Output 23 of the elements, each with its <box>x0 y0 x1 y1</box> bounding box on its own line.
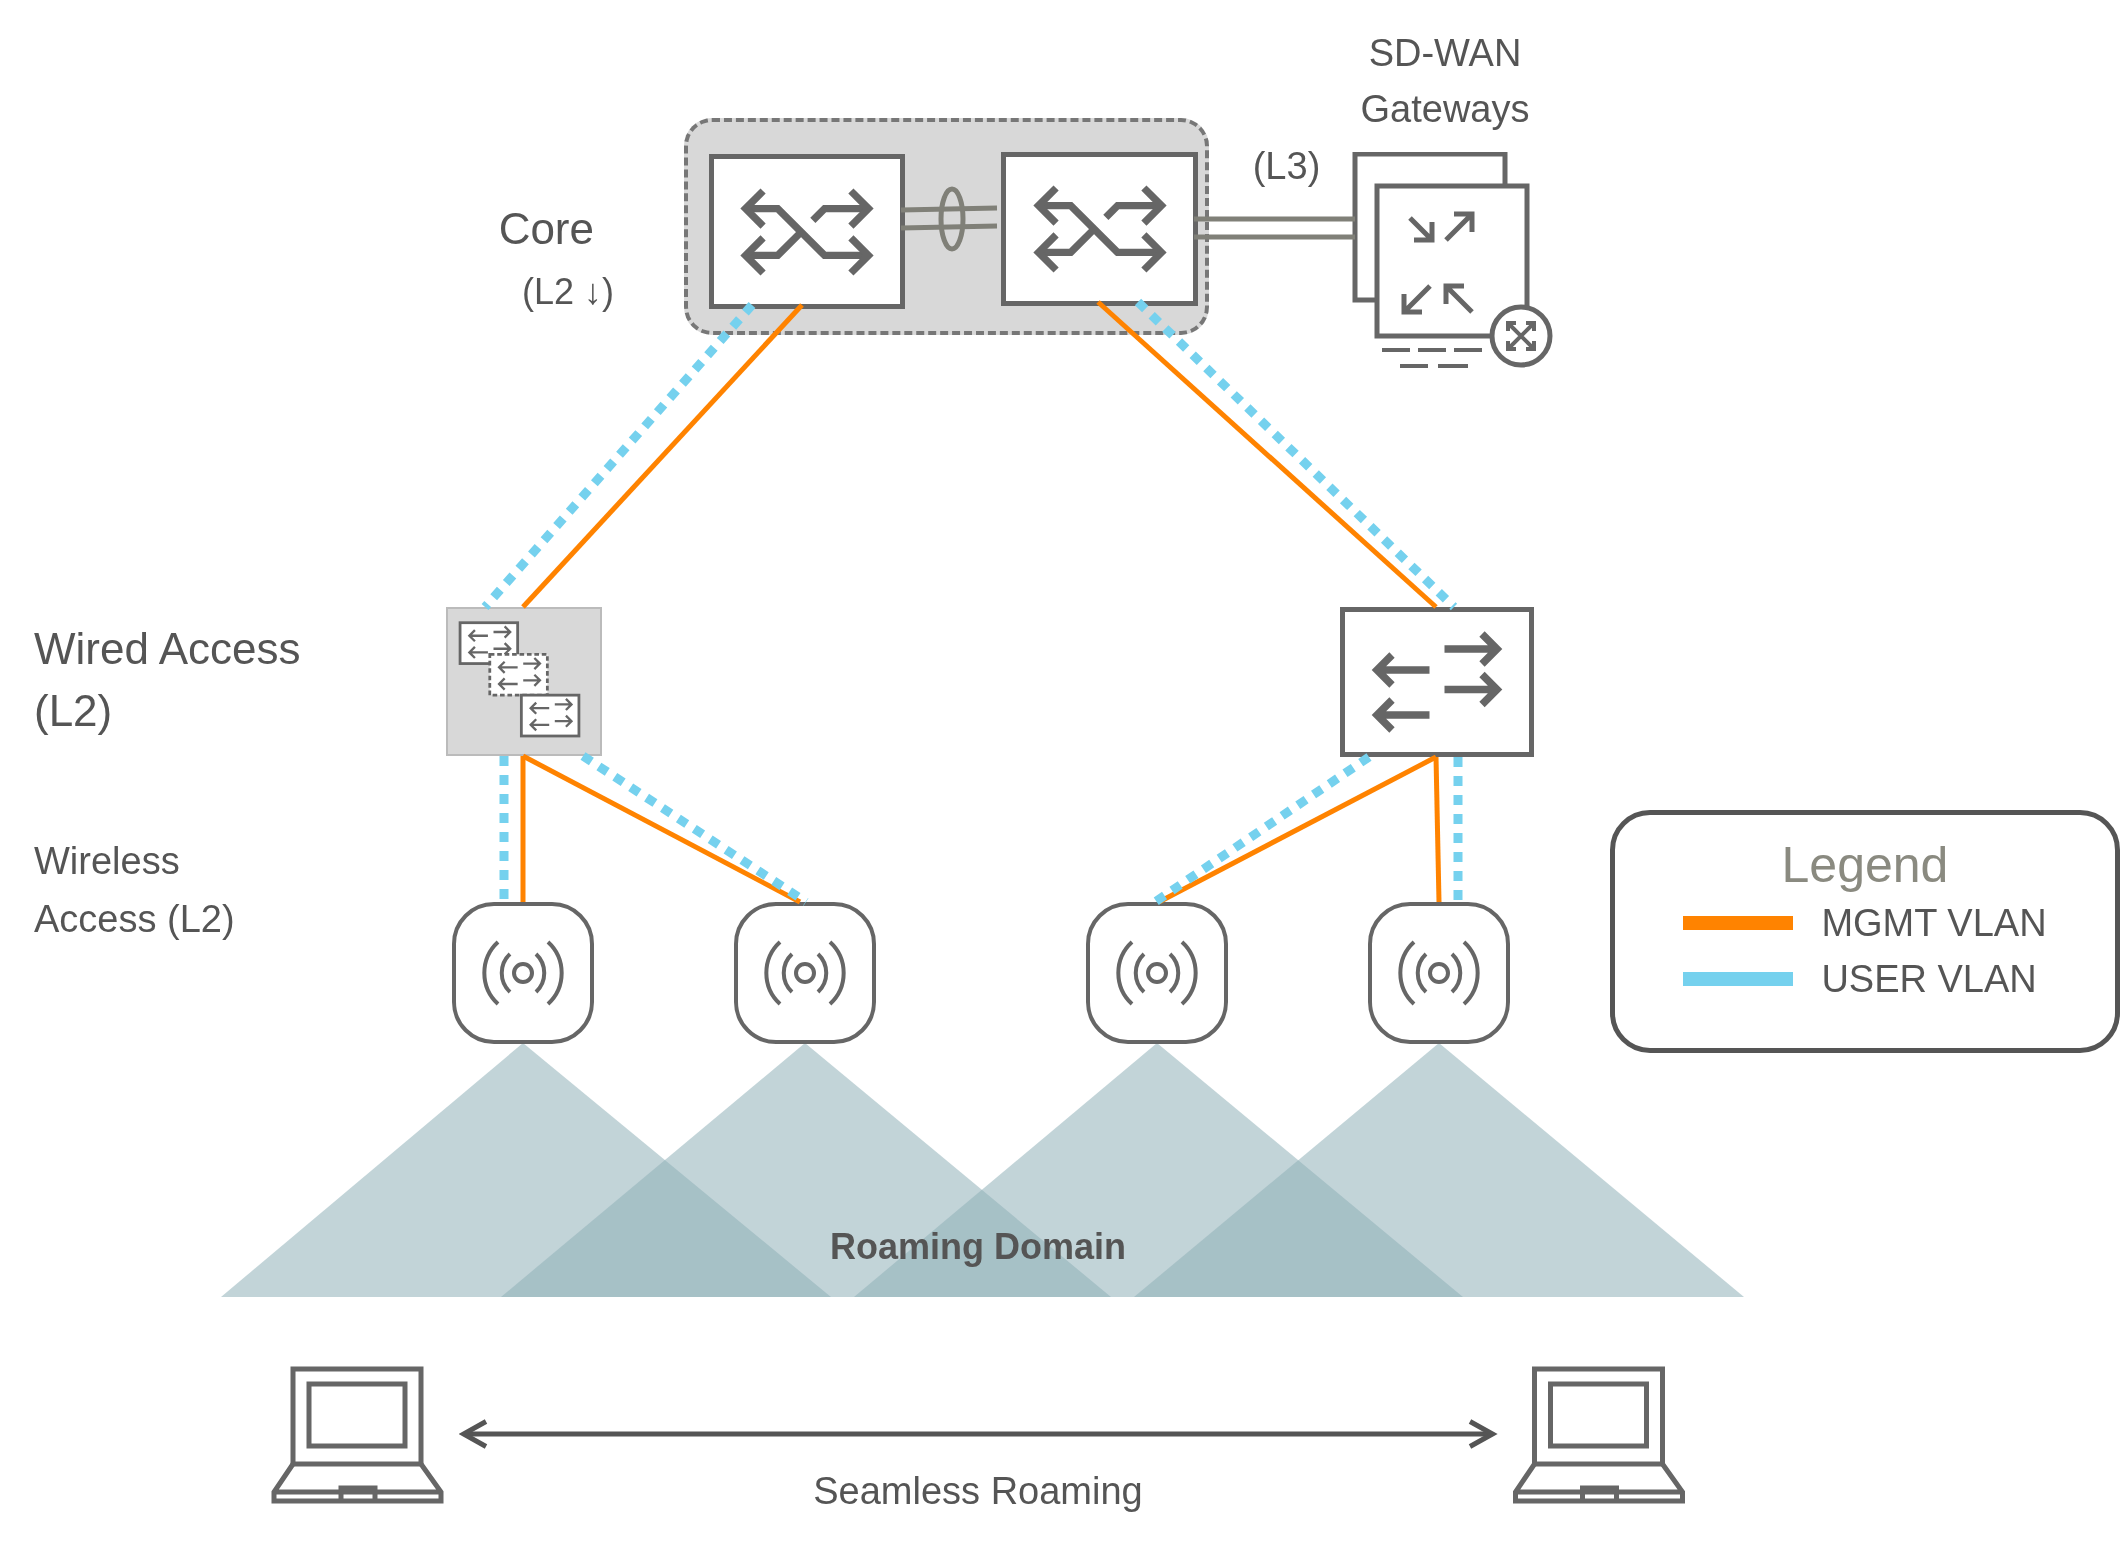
node-title: SD-WAN Gateways <box>1359 31 1531 132</box>
node-caption: (L2 ↓) <box>521 270 614 314</box>
link-line <box>520 756 526 902</box>
link-line <box>1433 756 1442 903</box>
link-line <box>1134 298 1458 611</box>
link-line <box>1096 300 1438 609</box>
link-line <box>1152 753 1372 906</box>
legend-title: Legend <box>1781 836 1949 895</box>
link-line <box>898 205 1000 231</box>
link-line <box>499 756 509 902</box>
link-line <box>521 303 804 609</box>
area-label: Roaming Domain <box>829 1225 1127 1269</box>
arrow <box>461 1419 1495 1449</box>
node-caption: Core <box>498 203 594 255</box>
link-line <box>521 753 802 905</box>
link-line <box>1191 216 1358 240</box>
tier-label: Wireless Access (L2) <box>34 839 236 942</box>
link-line <box>481 302 756 610</box>
link-line <box>580 752 809 906</box>
legend-text: USER VLAN <box>1821 957 2037 1002</box>
link-line <box>1453 757 1463 902</box>
legend-text: MGMT VLAN <box>1821 901 2047 946</box>
tier-label: Wired Access (L2) <box>34 623 302 737</box>
